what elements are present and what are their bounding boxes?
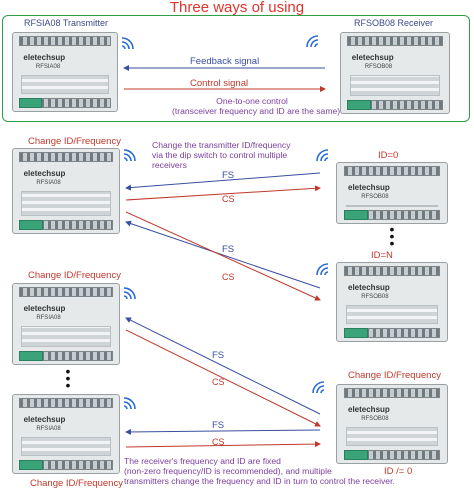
module-model: RFSOB08 <box>361 194 389 200</box>
transmitter-module: eletechsup RFSIA08 <box>12 394 120 474</box>
note-line: transmitters change the frequency and ID… <box>124 476 395 486</box>
fs-label: FS <box>222 244 235 255</box>
transmitter-label: RFSIA08 Transmitter <box>24 18 109 28</box>
wifi-icon <box>312 381 325 394</box>
one-to-one-note: One-to-one control (transceiver frequenc… <box>172 96 341 116</box>
module-brand: eletechsup <box>348 283 390 292</box>
change-id-label: Change ID/Frequency <box>28 270 121 281</box>
wifi-icon <box>123 397 136 410</box>
wifi-icon <box>306 35 319 48</box>
transmitter-module: eletechsup RFSIA08 <box>12 148 120 234</box>
module-brand: eletechsup <box>351 53 394 62</box>
continuation-dots: ••• <box>389 221 395 251</box>
id-zero-label: ID=0 <box>378 150 399 161</box>
id-not-zero-label: ID /= 0 <box>384 466 413 477</box>
feedback-signal-label: Feedback signal <box>190 56 260 67</box>
note-line: (transceiver frequency and ID are the sa… <box>172 106 341 116</box>
module-model: RFSIA08 <box>35 64 61 70</box>
receiver-label: RFSOB08 Receiver <box>354 18 434 28</box>
fixed-receiver-note: The receiver's frequency and ID are fixe… <box>124 456 395 486</box>
module-model: RFSIA08 <box>36 315 61 321</box>
change-id-label: Change ID/Frequency <box>28 136 121 147</box>
receiver-module: eletechsup RFSOB08 <box>336 162 448 224</box>
module-model: RFSIA08 <box>36 180 61 186</box>
note-line: receivers <box>152 160 187 170</box>
module-brand: eletechsup <box>348 183 390 192</box>
fs-arrow <box>125 317 321 415</box>
note-line: via the dip switch to control multiple <box>152 150 288 160</box>
module-brand: eletechsup <box>23 53 66 62</box>
module-brand: eletechsup <box>23 304 66 313</box>
receiver-module: eletechsup RFSOB08 <box>340 32 450 114</box>
id-n-label: ID=N <box>371 250 393 261</box>
wifi-icon <box>121 37 134 50</box>
module-brand: eletechsup <box>23 169 66 178</box>
note-line: One-to-one control <box>216 96 288 106</box>
control-signal-label: Control signal <box>190 78 249 89</box>
wifi-icon <box>123 287 136 300</box>
cs-label: CS <box>212 377 225 387</box>
continuation-dots: ••• <box>65 363 71 393</box>
fs-arrow <box>125 172 321 191</box>
note-line: Change the transmitter ID/frequency <box>152 140 291 150</box>
note-line: (non-zero frequency/ID is recommended), … <box>124 466 332 476</box>
note-line: The receiver's frequency and ID are fixe… <box>124 456 281 466</box>
fs-label: FS <box>222 170 235 181</box>
change-id-label: Change ID/Frequency <box>30 478 123 489</box>
cs-label: CS <box>222 272 235 282</box>
one-to-one-frame <box>2 15 470 122</box>
module-model: RFSIA08 <box>36 426 61 432</box>
module-model: RFSOB08 <box>364 64 393 70</box>
fs-arrow <box>125 428 321 435</box>
module-brand: eletechsup <box>348 405 390 414</box>
page-title: Three ways of using <box>169 0 305 16</box>
wifi-icon <box>316 149 329 162</box>
transmitter-module: eletechsup RFSIA08 <box>12 283 120 365</box>
change-id-label: Change ID/Frequency <box>348 370 441 381</box>
fs-arrow <box>125 220 321 289</box>
transmitter-module: eletechsup RFSIA08 <box>12 32 118 112</box>
cs-arrow <box>125 211 321 301</box>
wifi-icon <box>316 263 329 276</box>
module-brand: eletechsup <box>23 415 66 424</box>
cs-arrow <box>125 185 321 201</box>
fs-label: FS <box>212 420 225 431</box>
receiver-module: eletechsup RFSOB08 <box>336 262 448 342</box>
wifi-icon <box>123 149 136 162</box>
receiver-module: eletechsup RFSOB08 <box>336 384 448 464</box>
cs-label: CS <box>222 194 235 204</box>
cs-arrow <box>125 329 321 427</box>
cs-label: CS <box>212 437 225 447</box>
multi-receiver-note: Change the transmitter ID/frequency via … <box>152 140 291 170</box>
module-model: RFSOB08 <box>361 294 389 300</box>
fs-label: FS <box>212 350 225 361</box>
cs-arrow <box>125 441 321 448</box>
module-model: RFSOB08 <box>361 416 389 422</box>
